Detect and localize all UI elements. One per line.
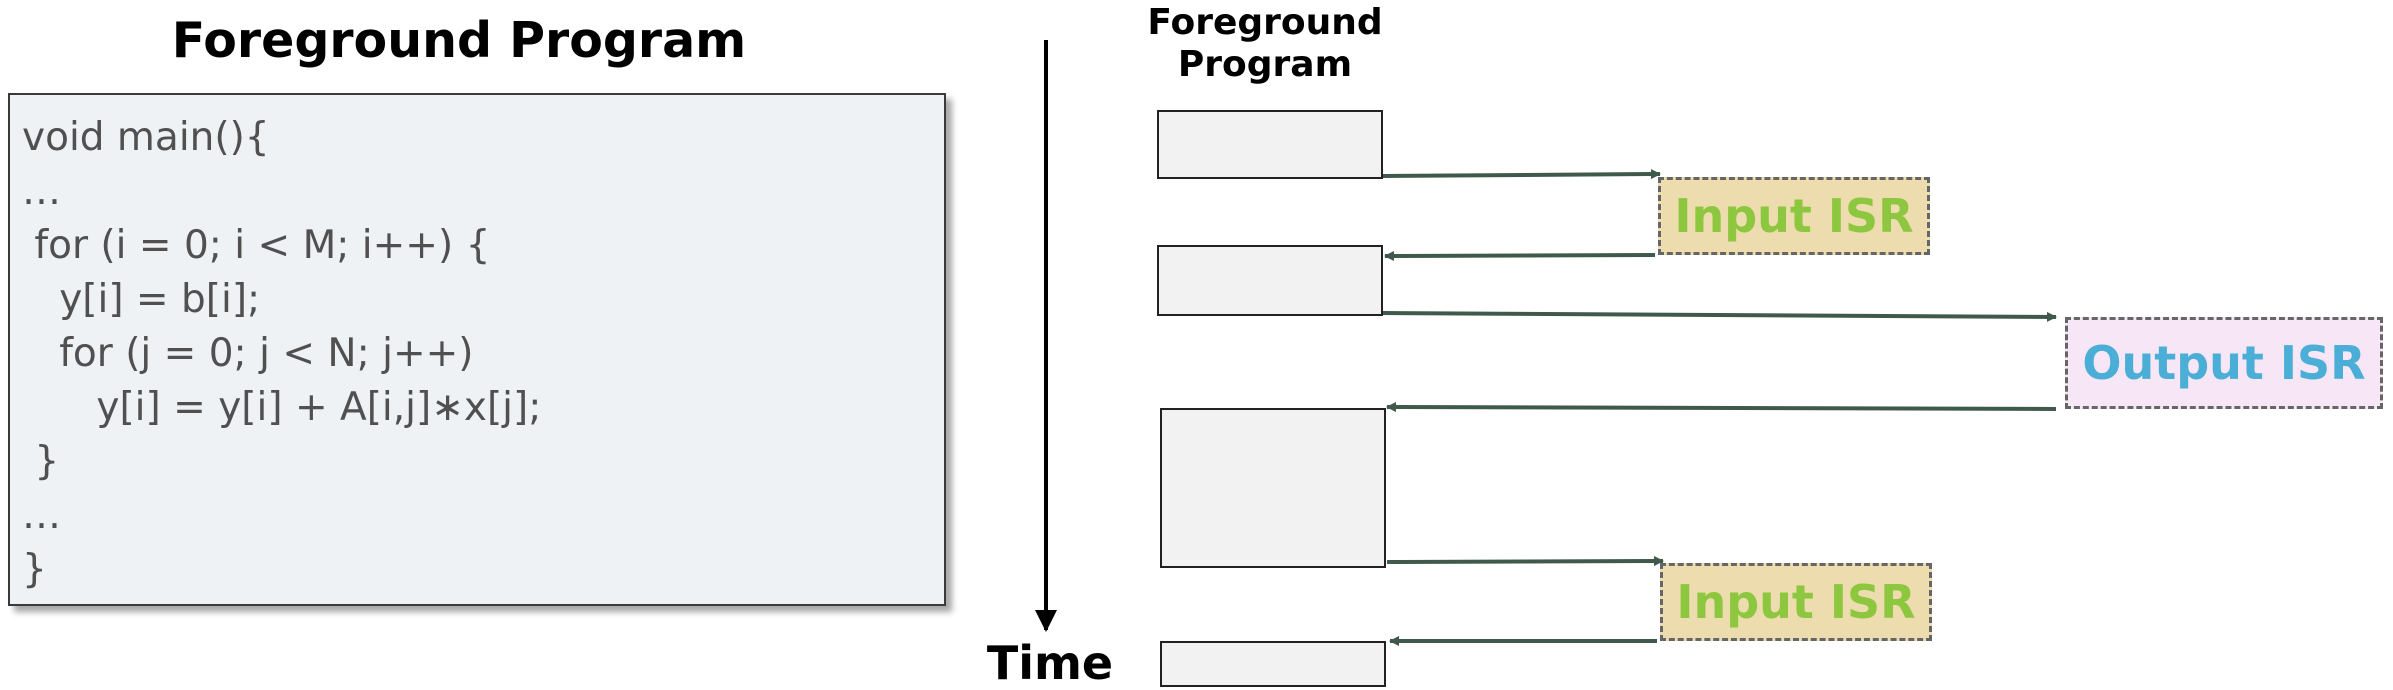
foreground-block-4 <box>1160 641 1386 687</box>
arrow-to-output-isr <box>1382 311 2057 322</box>
code-line: for (j = 0; j < N; j++) <box>22 331 474 376</box>
arrow-from-input-isr-1 <box>1384 250 1656 261</box>
code-line: for (i = 0; i < M; i++) { <box>22 223 491 268</box>
input-isr-box-2: Input ISR <box>1660 563 1932 641</box>
arrow-from-output-isr <box>1386 402 2057 413</box>
foreground-block-2 <box>1157 245 1383 316</box>
code-line: } <box>22 547 47 592</box>
foreground-block-1 <box>1157 110 1383 179</box>
input-isr-label-2: Input ISR <box>1676 575 1916 629</box>
foreground-block-3 <box>1160 408 1386 568</box>
input-isr-box-1: Input ISR <box>1658 177 1930 255</box>
code-line: y[i] = b[i]; <box>22 277 261 322</box>
right-title-line2: Program <box>1177 44 1353 85</box>
code-line: y[i] = y[i] + A[i,j]∗x[j]; <box>22 385 542 430</box>
code-line: void main(){ <box>22 115 270 160</box>
code-line: … <box>22 493 61 538</box>
code-line: … <box>22 169 61 214</box>
left-panel-title: Foreground Program <box>171 12 747 69</box>
code-box: void main(){ … for (i = 0; i < M; i++) {… <box>8 93 946 606</box>
arrow-to-input-isr-2 <box>1386 556 1664 567</box>
input-isr-label-1: Input ISR <box>1674 189 1914 243</box>
code-line: } <box>22 439 60 484</box>
time-label: Time <box>986 636 1114 690</box>
output-isr-box: Output ISR <box>2065 317 2383 409</box>
arrow-to-input-isr-1 <box>1382 169 1661 180</box>
right-panel-title: Foreground Program <box>1130 2 1400 86</box>
output-isr-label: Output ISR <box>2082 336 2366 390</box>
right-title-line1: Foreground <box>1147 2 1383 43</box>
